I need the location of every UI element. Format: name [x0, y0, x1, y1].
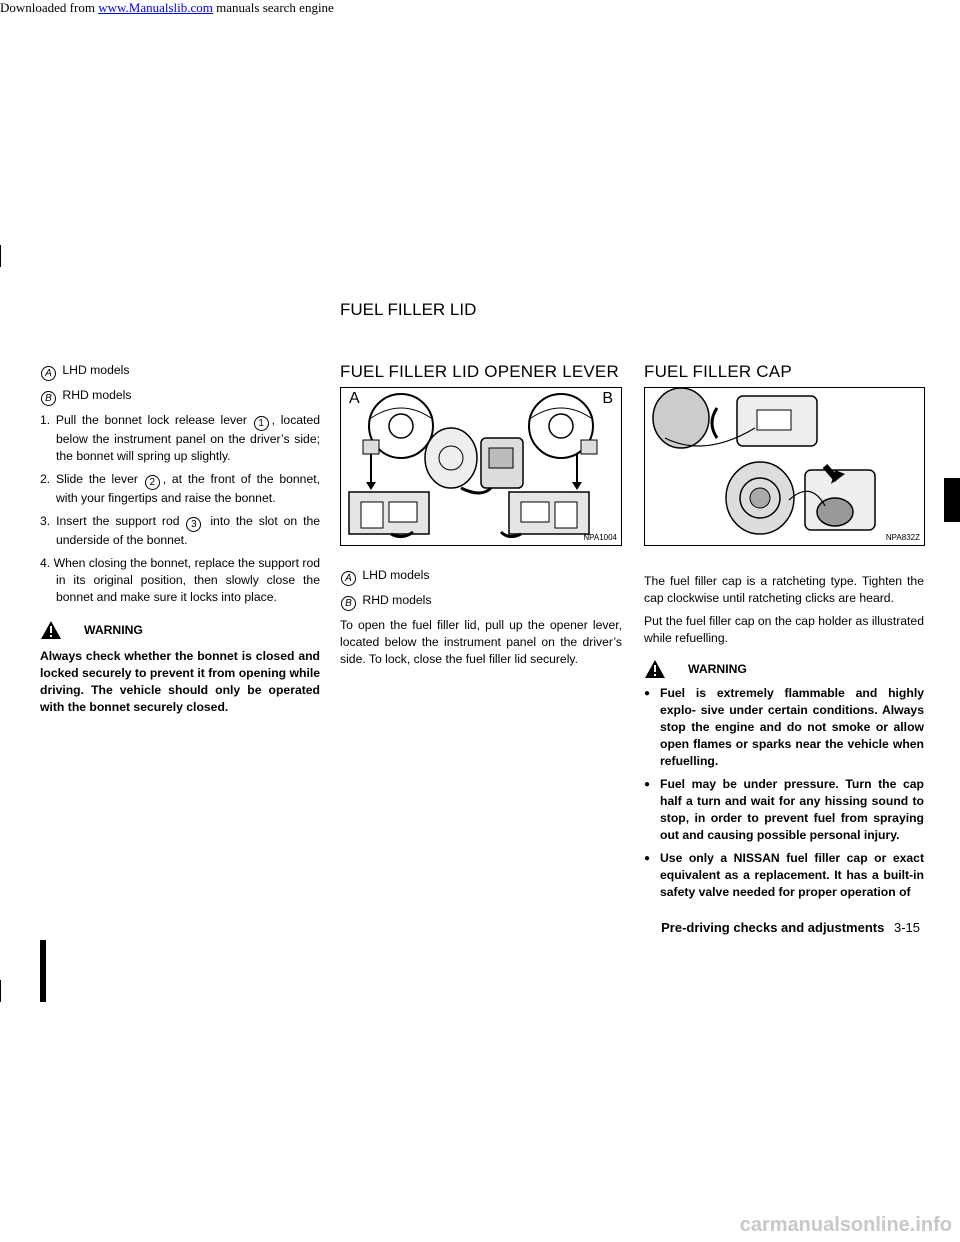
filler-cap-figure: NPA832Z — [644, 387, 925, 546]
chapter-name: Pre-driving checks and adjustments — [661, 920, 885, 935]
ref-1-circle: 1 — [253, 416, 269, 431]
warning-bullet: ●Use only a NISSAN fuel filler cap or ex… — [644, 851, 924, 899]
label-b-circle: B — [41, 391, 56, 406]
ref-3-circle: 3 — [186, 517, 202, 532]
model-b-text: RHD models — [62, 388, 132, 402]
crop-mark — [0, 245, 1, 267]
model-b-line: B RHD models — [340, 592, 622, 611]
figure-label-a: A — [349, 390, 360, 407]
bullet-icon: ● — [644, 853, 651, 864]
model-a-text: LHD models — [362, 568, 430, 582]
column-bonnet: A LHD models B RHD models 1. Pull the bo… — [40, 362, 320, 716]
label-a-circle: A — [341, 571, 356, 586]
warning-icon — [645, 660, 665, 678]
label-a-circle: A — [41, 366, 56, 381]
filler-cap-illustration — [652, 388, 876, 535]
model-b-line: B RHD models — [40, 387, 320, 406]
opener-lever-figure: A B NPA1004 — [340, 387, 622, 546]
warning-label: WARNING — [84, 623, 143, 637]
model-a-line: A LHD models — [40, 362, 320, 381]
warning-label: WARNING — [688, 662, 747, 676]
download-banner: Downloaded from www.Manualslib.com manua… — [0, 0, 334, 16]
step-4: 4. When closing the bonnet, replace the … — [40, 556, 321, 604]
opener-lever-text: A LHD models B RHD models To open the fu… — [340, 567, 622, 668]
warning-heading: WARNING — [40, 620, 320, 640]
banner-suffix: manuals search engine — [212, 0, 334, 15]
banner-prefix: Downloaded from — [0, 0, 99, 15]
section-header: FUEL FILLER LID — [340, 300, 477, 319]
ref-2-circle: 2 — [144, 475, 160, 490]
manualslib-link[interactable]: www.Manualslib.com — [98, 0, 213, 15]
warning-bullet: ●Fuel is extremely flammable and highly … — [644, 686, 924, 768]
model-b-text: RHD models — [362, 593, 432, 607]
warning-text: Always check whether the bonnet is close… — [40, 649, 320, 714]
model-a-text: LHD models — [62, 363, 130, 377]
step-3: 3. Insert the support rod 3 into the slo… — [40, 514, 321, 547]
chapter-tab — [944, 478, 960, 522]
watermark: carmanualsonline.info — [739, 1214, 952, 1236]
filler-cap-body-1: The fuel filler cap is a ratcheting type… — [644, 574, 924, 605]
bullet-icon: ● — [644, 779, 651, 790]
crop-mark — [40, 940, 46, 1002]
figure-code: NPA832Z — [885, 533, 920, 542]
filler-cap-text: The fuel filler cap is a ratcheting type… — [644, 573, 924, 901]
page-footer: Pre-driving checks and adjustments 3-15 — [661, 920, 920, 935]
warning-icon — [41, 621, 61, 639]
crop-mark — [0, 980, 1, 1002]
model-a-line: A LHD models — [340, 567, 622, 586]
opener-lever-title: FUEL FILLER LID OPENER LEVER — [340, 362, 619, 381]
step-2: 2. Slide the lever 2, at the front of th… — [40, 472, 321, 505]
bullet-icon: ● — [644, 688, 651, 699]
column-filler-cap: FUEL FILLER CAP — [644, 362, 924, 382]
page-number: 3-15 — [893, 920, 920, 935]
opener-lever-illustration — [348, 393, 598, 539]
step-1: 1. Pull the bonnet lock release lever 1,… — [40, 413, 321, 463]
figure-code: NPA1004 — [583, 533, 617, 542]
filler-cap-body-2: Put the fuel filler cap on the cap holde… — [644, 614, 924, 645]
warning-bullet: ●Fuel may be under pressure. Turn the ca… — [644, 777, 924, 842]
label-b-circle: B — [341, 596, 356, 611]
filler-cap-title: FUEL FILLER CAP — [644, 362, 792, 381]
figure-label-b: B — [602, 390, 613, 407]
column-opener-lever: FUEL FILLER LID OPENER LEVER — [340, 362, 622, 382]
opener-lever-body: To open the fuel filler lid, pull up the… — [340, 618, 622, 666]
warning-heading: WARNING — [644, 659, 924, 679]
